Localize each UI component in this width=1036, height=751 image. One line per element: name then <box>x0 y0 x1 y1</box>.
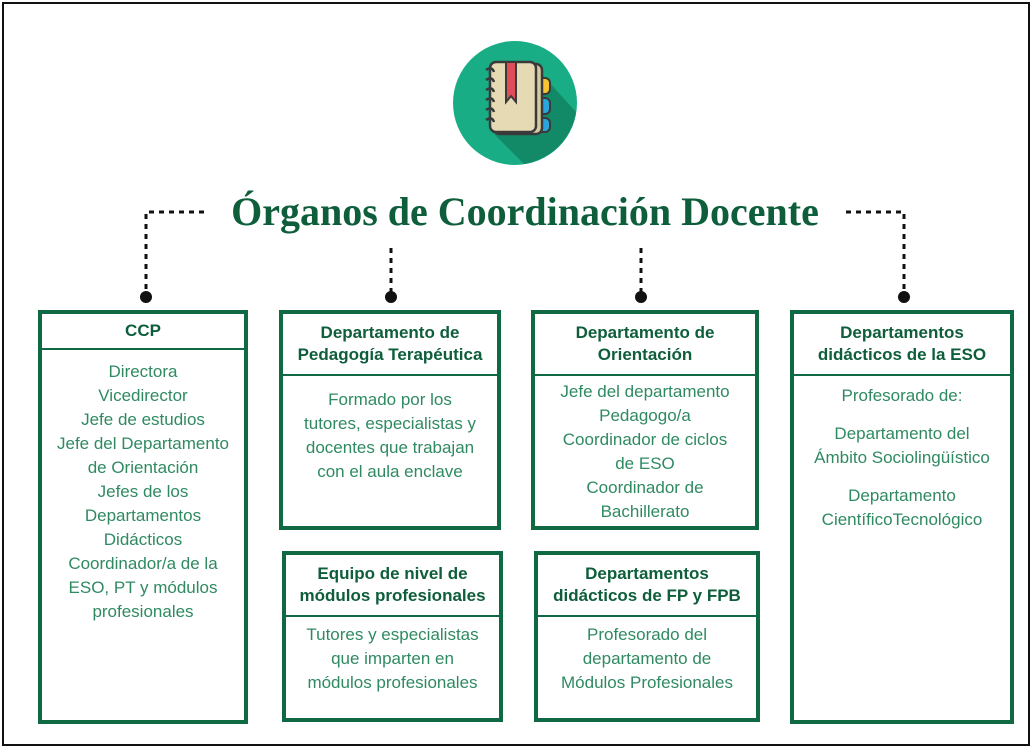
list-item: departamento de <box>582 649 712 668</box>
list-item: Jefes de los <box>97 482 189 501</box>
box-header-line: Equipo de nivel de <box>317 564 468 583</box>
notebook-icon <box>453 41 577 165</box>
box-pedagogia-header: Departamento de Pedagogía Terapéutica <box>283 314 497 376</box>
list-item: Coordinador/a de la <box>68 554 218 573</box>
list-item: Bachillerato <box>600 502 690 521</box>
box-orientacion-header: Departamento de Orientación <box>535 314 755 376</box>
box-departamentos-fp: Departamentos didácticos de FP y FPB Pro… <box>534 551 760 722</box>
paragraph: Departamento CientíficoTecnológico <box>800 484 1004 532</box>
list-item: módulos profesionales <box>307 673 478 692</box>
list-item: profesionales <box>92 602 194 621</box>
list-item: Jefe de estudios <box>81 410 205 429</box>
list-item: con el aula enclave <box>317 462 463 481</box>
list-item: que imparten en <box>331 649 454 668</box>
box-header-line: didácticos de la ESO <box>817 345 987 364</box>
box-header-line: Departamento de <box>575 323 715 342</box>
box-fp-body: Profesorado del departamento de Módulos … <box>538 617 756 695</box>
list-item: Departamentos <box>84 506 202 525</box>
list-item: Departamento <box>848 486 956 505</box>
box-equipo-header: Equipo de nivel de módulos profesionales <box>286 555 499 617</box>
box-header-line: módulos profesionales <box>299 586 486 605</box>
list-item: Coordinador de ciclos <box>562 430 728 449</box>
box-fp-header: Departamentos didácticos de FP y FPB <box>538 555 756 617</box>
paragraph: Profesorado de: <box>800 384 1004 408</box>
list-item: Vicedirector <box>98 386 188 405</box>
list-item: Formado por los <box>328 390 452 409</box>
list-item: Coordinador de <box>586 478 704 497</box>
box-departamentos-eso: Departamentos didácticos de la ESO Profe… <box>790 310 1014 724</box>
box-orientacion: Departamento de Orientación Jefe del dep… <box>531 310 759 530</box>
list-item: ESO, PT y módulos <box>68 578 218 597</box>
list-item: Módulos Profesionales <box>561 673 733 692</box>
list-item: Jefe del departamento <box>560 382 730 401</box>
box-orientacion-body: Jefe del departamento Pedagogo/a Coordin… <box>535 376 755 524</box>
list-item: tutores, especialistas y <box>304 414 476 433</box>
box-header-line: CCP <box>125 321 161 340</box>
list-item: Departamento del <box>834 424 970 443</box>
list-item: CientíficoTecnológico <box>821 510 983 529</box>
box-ccp: CCP Directora Vicedirector Jefe de estud… <box>38 310 248 724</box>
list-item: Jefe del Departamento <box>57 434 229 453</box>
list-item: Didácticos <box>103 530 183 549</box>
box-header-line: Departamento de <box>320 323 460 342</box>
paragraph: Departamento del Ámbito Sociolingüístico <box>800 422 1004 470</box>
box-header-line: Pedagogía Terapéutica <box>297 345 483 364</box>
list-item: de ESO <box>615 454 675 473</box>
box-header-line: Orientación <box>597 345 693 364</box>
box-header-line: Departamentos <box>585 564 709 583</box>
list-item: de Orientación <box>87 458 199 477</box>
box-ccp-body: Directora Vicedirector Jefe de estudios … <box>42 350 244 624</box>
list-item: docentes que trabajan <box>305 438 475 457</box>
list-item: Profesorado de: <box>841 386 963 405</box>
box-pedagogia-terapeutica: Departamento de Pedagogía Terapéutica Fo… <box>279 310 501 530</box>
list-item: Tutores y especialistas <box>306 625 479 644</box>
box-eso-header: Departamentos didácticos de la ESO <box>794 314 1010 376</box>
list-item: Directora <box>108 362 178 381</box>
box-eso-body: Profesorado de: Departamento del Ámbito … <box>794 376 1010 532</box>
list-item: Ámbito Sociolingüístico <box>814 448 990 467</box>
box-header-line: Departamentos <box>840 323 964 342</box>
box-ccp-header: CCP <box>42 314 244 350</box>
box-equipo-nivel: Equipo de nivel de módulos profesionales… <box>282 551 503 722</box>
page-title: Órganos de Coordinación Docente <box>231 189 819 234</box>
box-header-line: didácticos de FP y FPB <box>553 586 741 605</box>
box-equipo-body: Tutores y especialistas que imparten en … <box>286 617 499 695</box>
list-item: Profesorado del <box>586 625 708 644</box>
box-pedagogia-body: Formado por los tutores, especialistas y… <box>283 376 497 484</box>
list-item: Pedagogo/a <box>599 406 691 425</box>
